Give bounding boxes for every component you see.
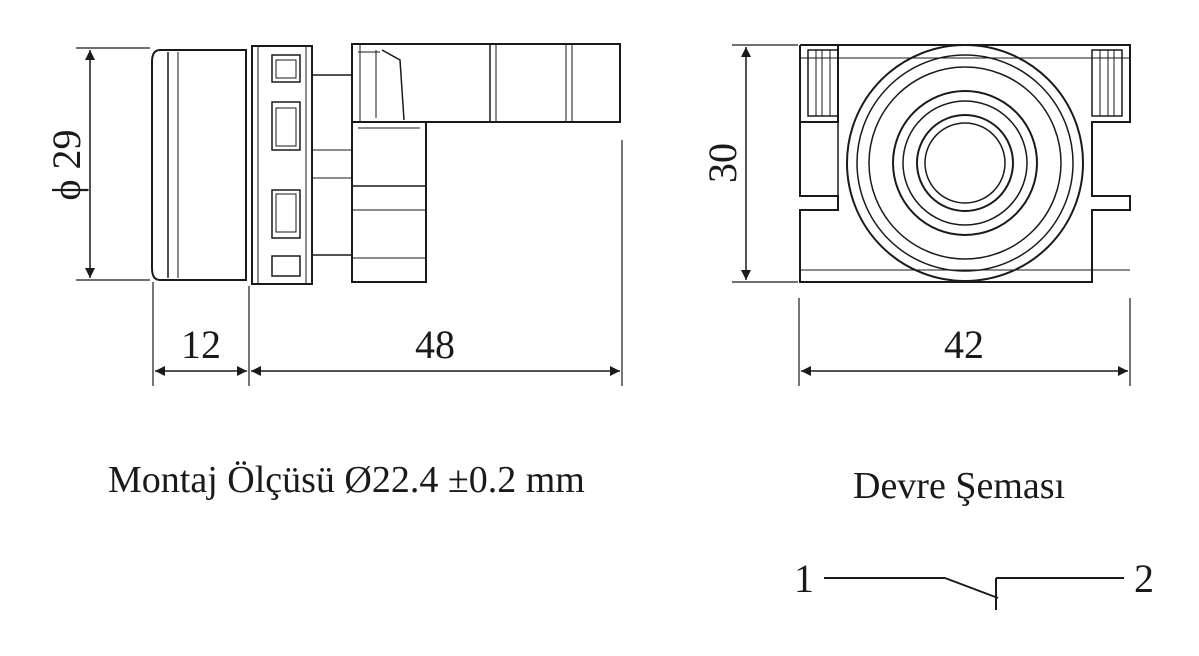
- body-length-label: 48: [415, 322, 455, 367]
- front-view: [799, 44, 1131, 283]
- circuit-caption: Devre Şeması: [853, 465, 1065, 507]
- front-frame: [799, 44, 1131, 283]
- height-label: 30: [700, 143, 745, 183]
- terminal-1-label: 1: [794, 556, 814, 601]
- button-head: [151, 49, 247, 281]
- front-view-dimensions: 30 42: [700, 44, 1131, 386]
- terminal-2-label: 2: [1134, 556, 1154, 601]
- front-length-label: 12: [181, 322, 221, 367]
- width-label: 42: [944, 322, 984, 367]
- switch-contact: [944, 577, 999, 599]
- side-view-dimensions: ϕ 29 12 48: [44, 47, 623, 386]
- mounting-caption: Montaj Ölçüsü Ø22.4 ±0.2 mm: [108, 459, 585, 501]
- left-terminal-slot: [807, 49, 839, 117]
- button-face: [846, 44, 1084, 282]
- shaft: [311, 74, 353, 256]
- bezel-ring: [251, 45, 313, 285]
- terminal-housing: [351, 43, 621, 123]
- diameter-label: ϕ 29: [44, 129, 89, 200]
- side-view: [151, 43, 621, 285]
- circuit-symbol: 1 2: [794, 556, 1154, 610]
- contact-block: [351, 121, 427, 283]
- right-terminal-slot: [1091, 49, 1123, 117]
